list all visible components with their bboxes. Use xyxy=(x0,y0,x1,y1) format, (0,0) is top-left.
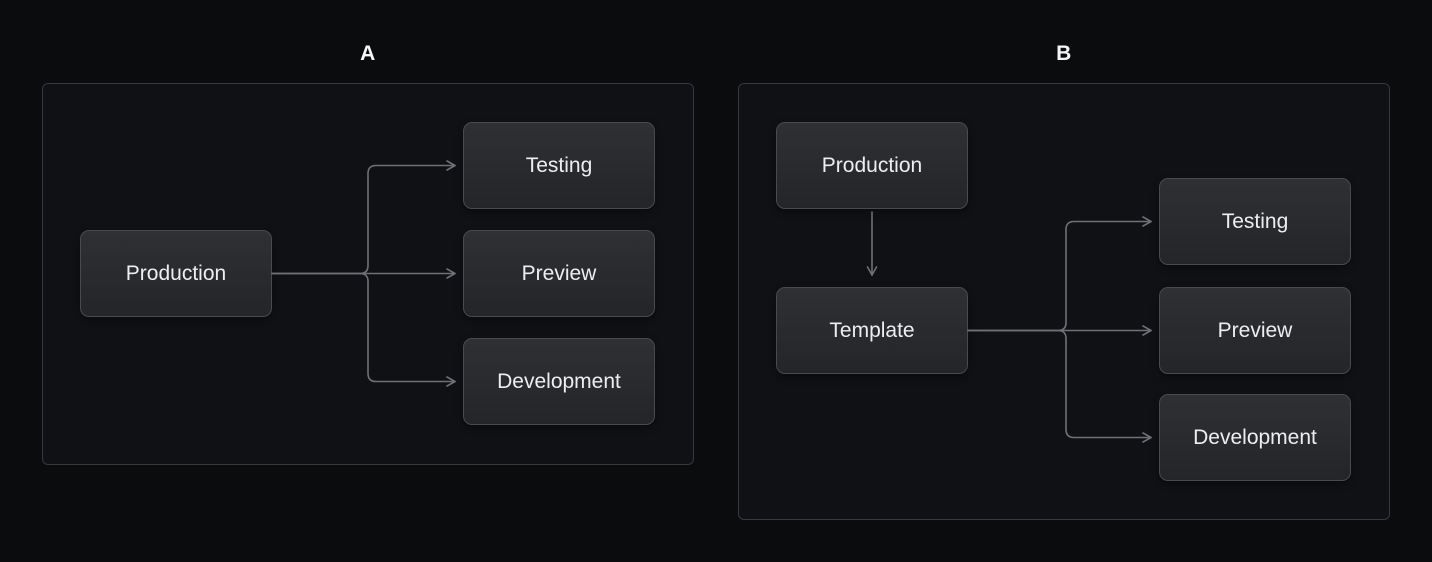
node-template-b: Template xyxy=(776,287,968,374)
node-production-b: Production xyxy=(776,122,968,209)
node-testing-a: Testing xyxy=(463,122,655,209)
node-preview-a: Preview xyxy=(463,230,655,317)
panel-b-label: B xyxy=(1056,42,1072,65)
node-testing-b: Testing xyxy=(1159,178,1351,265)
node-development-a: Development xyxy=(463,338,655,425)
panel-a-label: A xyxy=(360,42,376,65)
node-production-a: Production xyxy=(80,230,272,317)
node-preview-b: Preview xyxy=(1159,287,1351,374)
node-development-b: Development xyxy=(1159,394,1351,481)
